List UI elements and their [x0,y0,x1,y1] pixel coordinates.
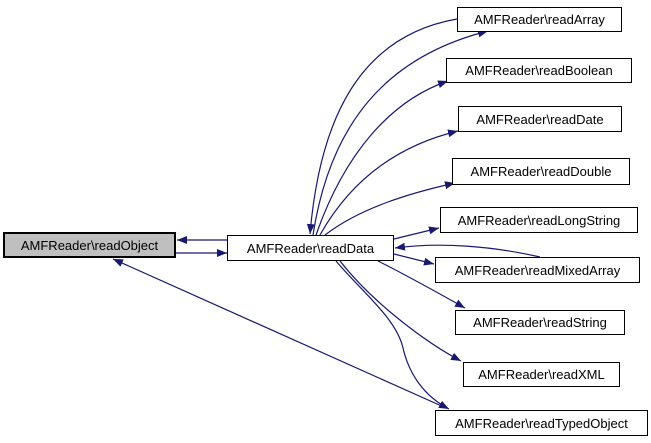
edge-readdata-to-readboolean [315,80,449,236]
edge-readdata-to-readxml [339,260,462,362]
edge-readdata-to-readarray [312,29,489,236]
edge-readdata-to-readtypedobject [335,260,450,410]
node-readdate[interactable]: AMFReader\readDate [458,106,622,132]
edge-readdata-to-readmixedarray [393,253,435,266]
edge-readdata-to-readdouble [324,181,456,236]
node-readstring[interactable]: AMFReader\readString [455,310,625,335]
edge-readdata-to-readlongstring [393,226,440,240]
edge-readdata-to-readdate [319,129,459,236]
node-readobject[interactable]: AMFReader\readObject [3,232,176,258]
edge-readtypedobject-to-readobject [112,258,447,409]
node-readboolean[interactable]: AMFReader\readBoolean [446,58,632,83]
node-readdouble[interactable]: AMFReader\readDouble [452,158,630,185]
node-readxml[interactable]: AMFReader\readXML [463,362,620,387]
node-readlongstring[interactable]: AMFReader\readLongString [440,207,638,233]
edge-readmixedarray-to-readdata [394,242,541,258]
node-readdata[interactable]: AMFReader\readData [227,235,394,261]
node-readarray[interactable]: AMFReader\readArray [457,7,622,32]
node-readtypedobject[interactable]: AMFReader\readTypedObject [435,410,648,436]
node-readmixedarray[interactable]: AMFReader\readMixedArray [435,257,640,283]
edge-readdata-to-readstring [377,260,466,309]
edge-readarray-to-readdata [306,18,458,235]
